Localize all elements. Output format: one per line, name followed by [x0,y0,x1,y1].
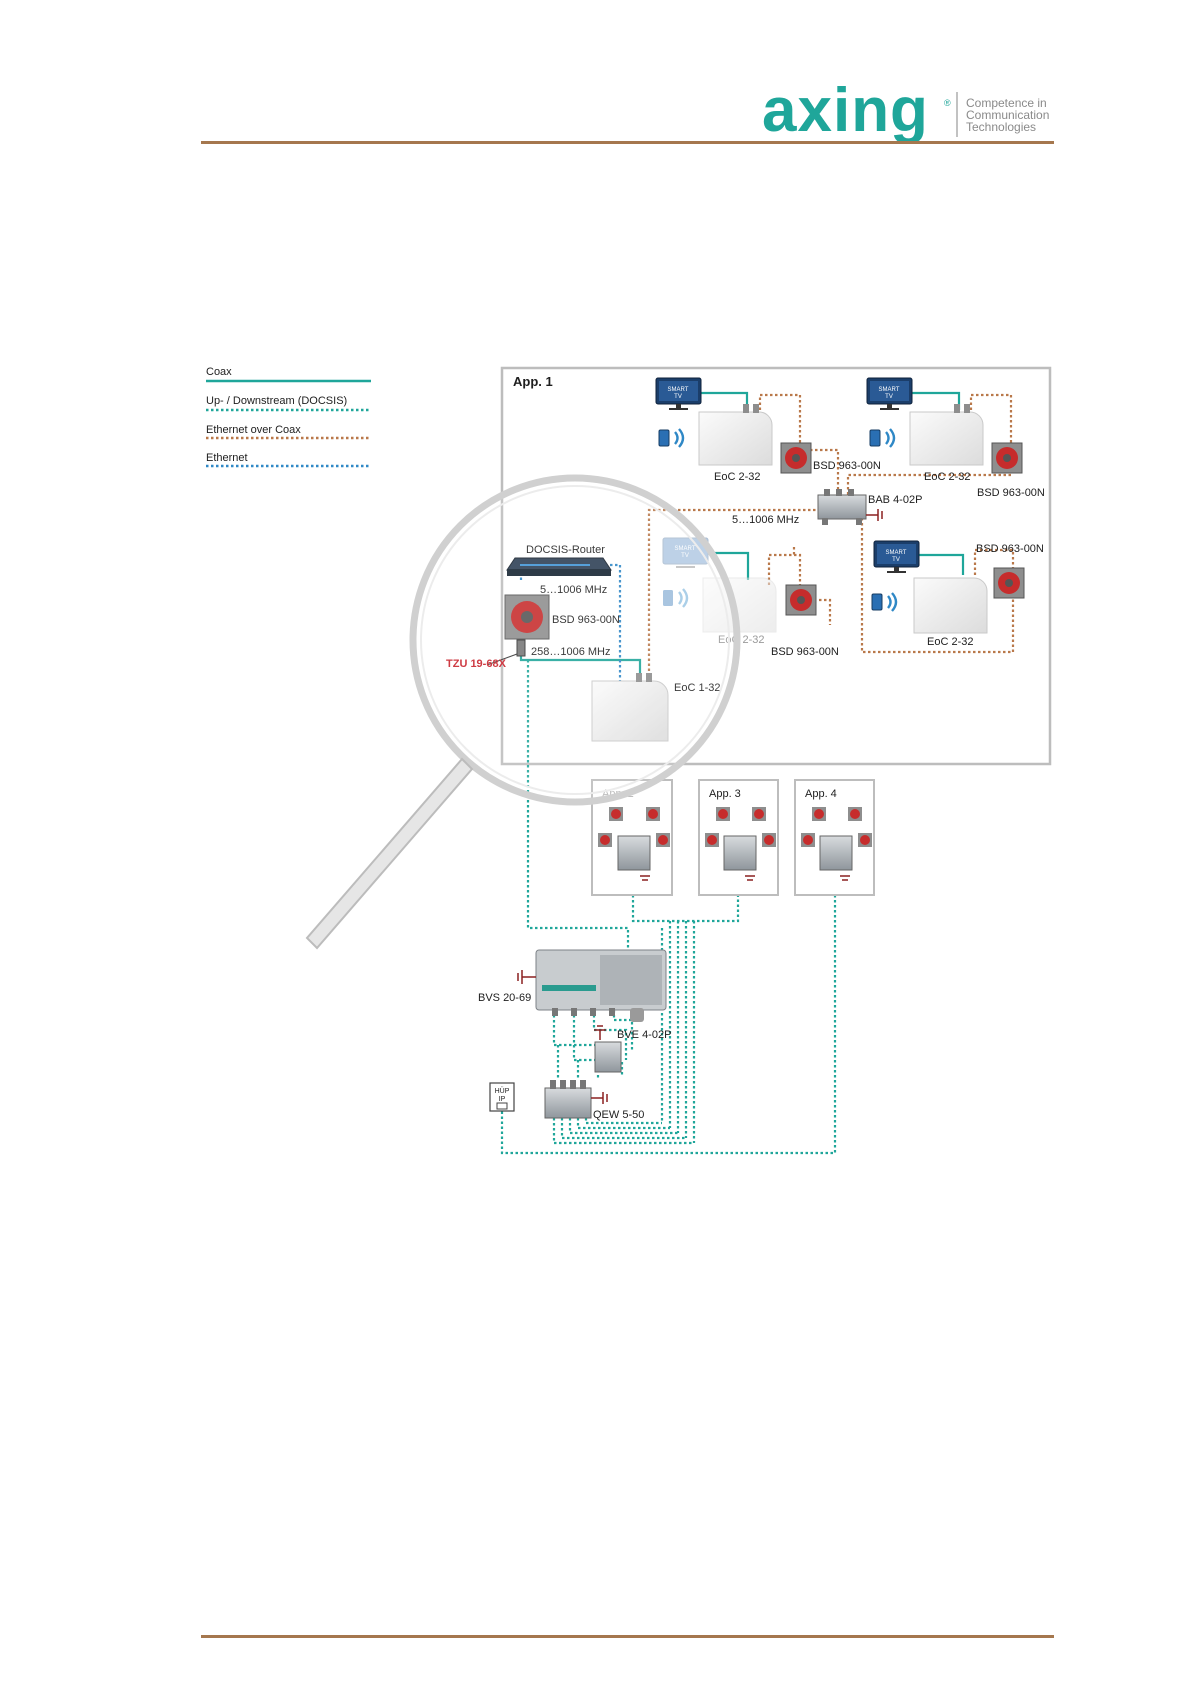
apartment-3-title: App. 3 [709,788,741,800]
docsis-router-icon [506,557,612,576]
apartment-2-sockets [598,807,670,881]
amplifier-bvs-icon [517,949,667,1022]
socket-label-a: BSD 963-00N [813,460,881,472]
eoc-2-32-label-d: EoC 2-32 [927,636,973,648]
apartment-4-title: App. 4 [805,788,837,800]
brand-logo-text: axing [762,76,929,145]
apartment-3-sockets [705,807,776,881]
socket-label-router: BSD 963-00N [552,614,620,626]
hup-box-icon: HÜP IP [489,1082,515,1112]
smart-tv-4: SMART TV [873,540,920,573]
tagline-line-2: Communication [966,108,1049,122]
socket-label-c: BSD 963-00N [771,646,839,658]
hup-label-bottom: IP [499,1096,506,1103]
filter-tzu-icon [486,639,526,666]
header: axing ® Competence in Communication Tech… [201,76,1054,145]
legend-ethernet-label: Ethernet [206,452,248,464]
tablet-wifi-1 [658,428,685,448]
splitter-bve-icon [594,1025,622,1073]
amplifier-bvs-label: BVS 20-69 [478,992,531,1004]
apartment-2-frame: App. 2 [591,779,673,896]
eoc-1-32-label: EoC 1-32 [674,682,720,694]
tagline-line-3: Technologies [966,120,1036,134]
smart-tv-1: SMART TV [655,377,702,410]
footer-rule [201,1635,1054,1638]
coax-freq-label: 258…1006 MHz [531,646,611,658]
tv-3-label-smart: SMART [675,546,696,552]
router-freq-label: 5…1006 MHz [540,584,607,596]
apartment-3-frame: App. 3 [698,779,779,896]
eoc-2-32-unit-d [913,577,988,634]
multiswitch-qew-label: QEW 5-50 [593,1109,644,1121]
socket-icon-router [504,594,550,640]
eoc-1-32-unit [591,673,669,742]
router-label: DOCSIS-Router [526,544,605,556]
header-rule [201,141,1054,144]
smart-tv-2: SMART TV [866,377,913,410]
tablet-wifi-2 [869,428,896,448]
tv-2-label-smart: SMART [879,387,900,393]
splitter-bve-label: BVE 4-02P [617,1029,671,1041]
socket-label-b: BSD 963-00N [977,487,1045,499]
tv-4-label-smart: SMART [886,550,907,556]
apartment-4-frame: App. 4 [794,779,875,896]
magnifier-lens-icon [305,474,741,950]
legend-coax-label: Coax [206,366,232,378]
socket-icon-c [785,584,817,616]
socket-label-d: BSD 963-00N [976,543,1044,555]
apartment-4-sockets [801,807,872,881]
tv-3-label-tv: TV [681,553,689,559]
legend-eoc-label: Ethernet over Coax [206,424,301,436]
eoc-2-32-unit-a [698,404,773,466]
eoc-2-32-unit-b [909,404,984,466]
tagline-line-1: Competence in [966,96,1047,110]
eoc-2-32-label-a: EoC 2-32 [714,471,760,483]
axing-logo: axing ® [762,76,951,145]
tv-4-label-tv: TV [892,557,900,563]
legend-docsis-label: Up- / Downstream (DOCSIS) [206,395,347,407]
socket-icon-d [993,567,1025,599]
splitter-bab-icon [817,489,883,525]
multiswitch-qew-icon [544,1080,608,1119]
splitter-bab-freq: 5…1006 MHz [732,514,799,526]
eoc-2-32-label-b: EoC 2-32 [924,471,970,483]
tablet-wifi-3 [663,588,689,608]
splitter-bab-label: BAB 4-02P [868,494,922,506]
tv-1-label-smart: SMART [668,387,689,393]
registered-mark: ® [944,98,951,108]
socket-icon-b [991,442,1023,474]
filter-tzu-label: TZU 19-68X [446,658,507,670]
socket-icon-a [780,442,812,474]
eoc-cables [647,393,1015,681]
hup-label-top: HÜP [495,1087,510,1095]
legend: Coax Up- / Downstream (DOCSIS) Ethernet … [206,366,371,468]
tablet-wifi-4 [871,592,898,612]
tv-2-label-tv: TV [885,394,893,400]
apartment-1-title: App. 1 [513,374,553,389]
tv-1-label-tv: TV [674,394,682,400]
